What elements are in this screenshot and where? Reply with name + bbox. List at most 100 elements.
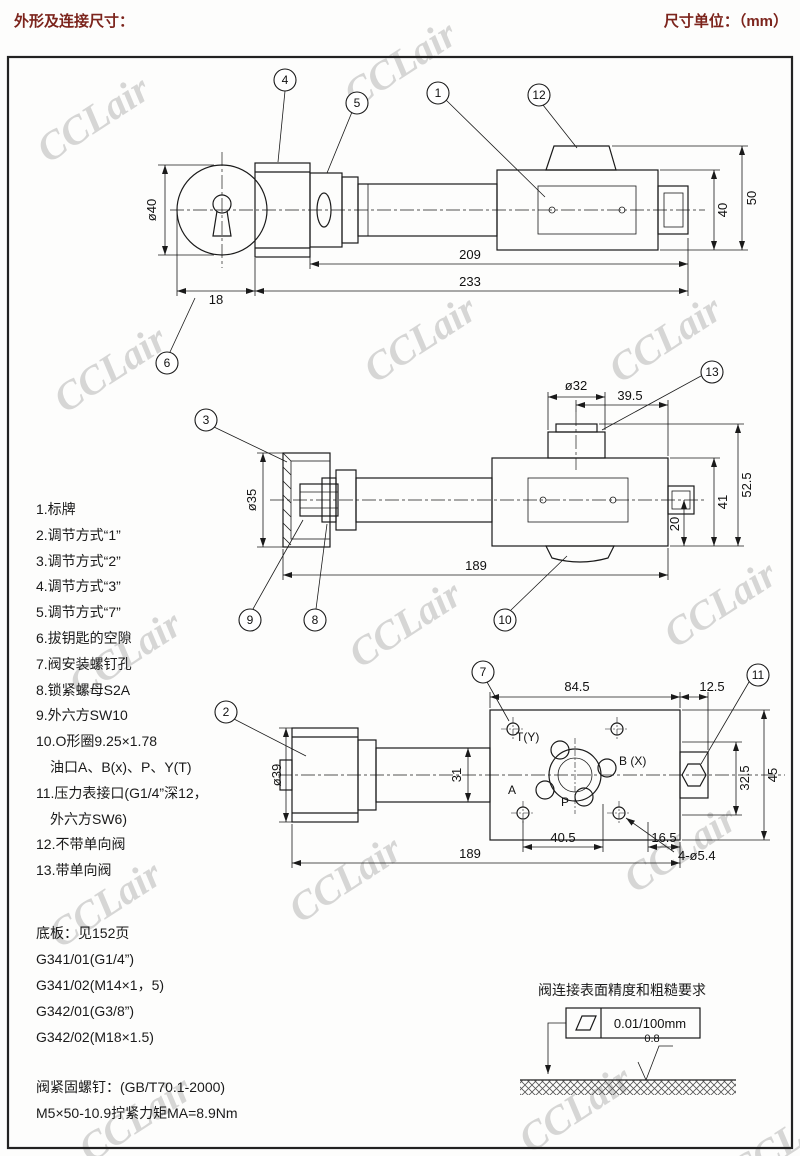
callout-10	[493, 608, 517, 632]
callout-8	[303, 608, 327, 632]
parts-list-item: 4.调节方式“3”	[36, 578, 121, 595]
nameplate	[527, 477, 629, 523]
screws-line: M5×50-10.9拧紧力矩MA=8.9Nm	[36, 1105, 238, 1121]
end-cap	[657, 185, 689, 235]
dim-18: 18	[209, 292, 223, 307]
dim-dia35: ø35	[244, 489, 259, 511]
callout-9-number: 9	[247, 613, 254, 627]
flatness-value: 0.01/100mm	[614, 1016, 686, 1031]
baseplate-line: G341/01(G1/4”)	[36, 951, 135, 967]
callout-4	[273, 68, 297, 92]
callout-8-number: 8	[312, 613, 319, 627]
dim-233: 233	[459, 274, 481, 289]
dim-40: 40	[715, 203, 730, 217]
dim-45: 45	[765, 768, 780, 782]
port-label-bx: B (X)	[619, 754, 646, 768]
callout-9	[238, 608, 262, 632]
callout-11	[746, 663, 770, 687]
dim-16-5: 16.5	[651, 830, 676, 845]
dim-41: 41	[715, 495, 730, 509]
o-ring-boss	[545, 545, 615, 563]
top-plug	[545, 145, 617, 171]
surface-finish-graphic: 0.01/100mm 0.8	[520, 1007, 736, 1095]
dim-dia32: ø32	[565, 378, 587, 393]
baseplate-line: G342/02(M18×1.5)	[36, 1029, 154, 1045]
callout-1	[426, 81, 450, 105]
port-b	[597, 758, 617, 778]
hex-plug	[681, 763, 707, 787]
dim-4-dia5-4: 4-ø5.4	[678, 848, 716, 863]
hex-screw	[299, 483, 339, 517]
screws-line: 阀紧固螺钉：(GB/T70.1-2000)	[36, 1079, 226, 1095]
check-valve-plug	[547, 431, 606, 459]
parts-list-item: 12.不带单向阀	[36, 836, 126, 853]
dim-12-5: 12.5	[699, 679, 724, 694]
dim-189: 189	[459, 846, 481, 861]
parts-list-item: 8.锁紧螺母S2A	[36, 681, 131, 698]
parts-list-item: 3.调节方式“2”	[36, 552, 121, 569]
page-title: 外形及连接尺寸：	[14, 13, 135, 30]
callout-2-number: 2	[223, 705, 230, 719]
flatness-symbol-icon	[575, 1015, 597, 1031]
callout-12-number: 12	[532, 88, 546, 102]
parts-list-item: 6.拔钥匙的空隙	[36, 629, 132, 646]
dim-dia40: ø40	[144, 199, 159, 221]
parts-list-item: 10.O形圈9.25×1.78	[36, 733, 158, 750]
parts-list-item: 1.标牌	[36, 501, 76, 517]
callout-13-number: 13	[705, 365, 719, 379]
ground-hatch	[520, 1080, 736, 1095]
callout-7	[471, 660, 495, 684]
surface-requirement-title: 阀连接表面精度和粗糙要求	[538, 982, 706, 998]
parts-list-item: 油口A、B(x)、P、Y(T)	[50, 758, 192, 775]
dim-32-5: 32.5	[737, 765, 752, 790]
dim-dia39: ø39	[269, 764, 284, 786]
callout-6	[155, 351, 179, 375]
port-a	[535, 780, 555, 800]
baseplate-note: 底板：见152页 G341/01(G1/4”) G341/02(M14×1，5)…	[36, 920, 164, 1050]
callout-2	[214, 700, 238, 724]
parts-list-item: 外六方SW6)	[50, 810, 127, 827]
drawing-port-view: T(Y) B (X) A P 84.5 12.5 ø39 31 32.5 45 …	[214, 660, 785, 868]
callout-3-number: 3	[203, 413, 210, 427]
parts-list: 1.标牌 2.调节方式“1” 3.调节方式“2” 4.调节方式“3” 5.调节方…	[36, 497, 208, 884]
port-label-p: P	[561, 795, 569, 809]
roughness-symbol-icon	[637, 1045, 673, 1082]
callout-6-number: 6	[164, 356, 171, 370]
parts-list-item: 7.阀安装螺钉孔	[36, 655, 132, 672]
port-label-a: A	[508, 783, 516, 797]
gauge-port-cap	[679, 751, 709, 799]
callout-5-number: 5	[354, 96, 361, 110]
page-border	[6, 55, 794, 1150]
parts-list-item: 2.调节方式“1”	[36, 526, 121, 543]
parts-list-item: 11.压力表接口(G1/4”深12，	[36, 784, 208, 801]
baseplate-line: G342/01(G3/8”)	[36, 1003, 135, 1019]
baseplate-line: 底板：见152页	[36, 925, 130, 941]
dim-20: 20	[667, 517, 682, 531]
roughness-value: 0.8	[644, 1033, 659, 1045]
valve-block	[491, 457, 669, 547]
callout-3	[194, 408, 218, 432]
port-t	[550, 740, 570, 760]
parts-list-item: 13.带单向阀	[36, 862, 112, 879]
dim-40-5: 40.5	[550, 830, 575, 845]
port-p	[574, 787, 594, 807]
callout-5	[345, 91, 369, 115]
dim-189: 189	[465, 558, 487, 573]
dim-84-5: 84.5	[564, 679, 589, 694]
screws-note: 阀紧固螺钉：(GB/T70.1-2000) M5×50-10.9拧紧力矩MA=8…	[36, 1074, 238, 1126]
port-label-ty: T(Y)	[516, 730, 539, 744]
dim-209: 209	[459, 247, 481, 262]
callout-13	[700, 360, 724, 384]
drawing-side-view-2: ø35 ø32 39.5 52.5 41 20 189 3 13 9 8 10	[194, 360, 754, 632]
callout-1-number: 1	[435, 86, 442, 100]
callout-7-number: 7	[480, 665, 487, 679]
callout-11-number: 11	[752, 668, 765, 682]
callout-4-number: 4	[282, 73, 289, 87]
unit-label: 尺寸单位：（mm）	[663, 13, 788, 30]
dim-39-5: 39.5	[617, 388, 642, 403]
parts-list-item: 9.外六方SW10	[36, 707, 128, 724]
callout-10-number: 10	[498, 613, 512, 627]
nameplate	[537, 185, 637, 235]
